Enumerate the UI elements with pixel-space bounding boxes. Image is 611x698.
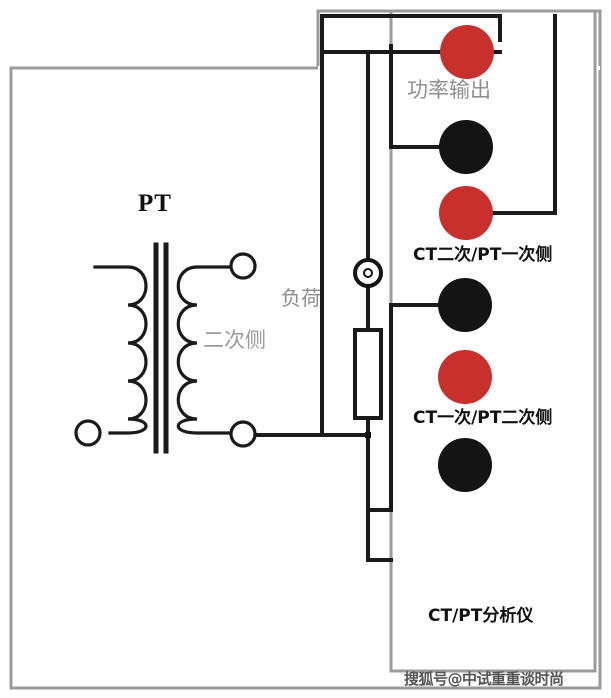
wire-top-rail bbox=[320, 14, 502, 42]
transformer-secondary-winding bbox=[176, 265, 237, 435]
ct-secondary-pt-primary-label: CT二次/PT一次侧 bbox=[413, 245, 553, 265]
transformer-name-label: PT bbox=[138, 190, 172, 217]
load-resistor bbox=[353, 328, 383, 420]
analyzer-terminal-1[interactable] bbox=[440, 25, 494, 79]
analyzer-terminal-3[interactable] bbox=[439, 186, 493, 240]
analyzer-title-label: CT/PT分析仪 bbox=[428, 606, 534, 626]
transformer-primary-winding bbox=[93, 265, 148, 435]
transformer-secondary-terminal-bottom bbox=[229, 420, 257, 448]
analyzer-panel bbox=[389, 9, 597, 673]
wire-bottom-loop bbox=[366, 303, 442, 512]
wire-terminal3-loop bbox=[488, 14, 557, 215]
transformer-secondary-label: 二次侧 bbox=[203, 328, 266, 352]
transformer-secondary-terminal-top bbox=[229, 252, 257, 280]
transformer-primary-terminal-bottom bbox=[74, 419, 102, 447]
analyzer-terminal-2[interactable] bbox=[439, 120, 493, 174]
ct-primary-pt-secondary-label: CT一次/PT二次侧 bbox=[413, 408, 553, 428]
load-junction-square bbox=[365, 432, 371, 438]
load-label: 负荷 bbox=[281, 286, 321, 310]
power-output-group-label: 功率输出 bbox=[407, 78, 491, 102]
analyzer-terminal-6[interactable] bbox=[438, 438, 492, 492]
analyzer-terminal-5[interactable] bbox=[438, 350, 492, 404]
watermark-text: 搜狐号@中试重重谈时尚 bbox=[404, 670, 564, 688]
wire-terminal2-branch bbox=[389, 44, 442, 149]
load-junction-dot bbox=[363, 268, 373, 278]
analyzer-terminal-4[interactable] bbox=[438, 278, 492, 332]
wiring bbox=[93, 14, 557, 562]
